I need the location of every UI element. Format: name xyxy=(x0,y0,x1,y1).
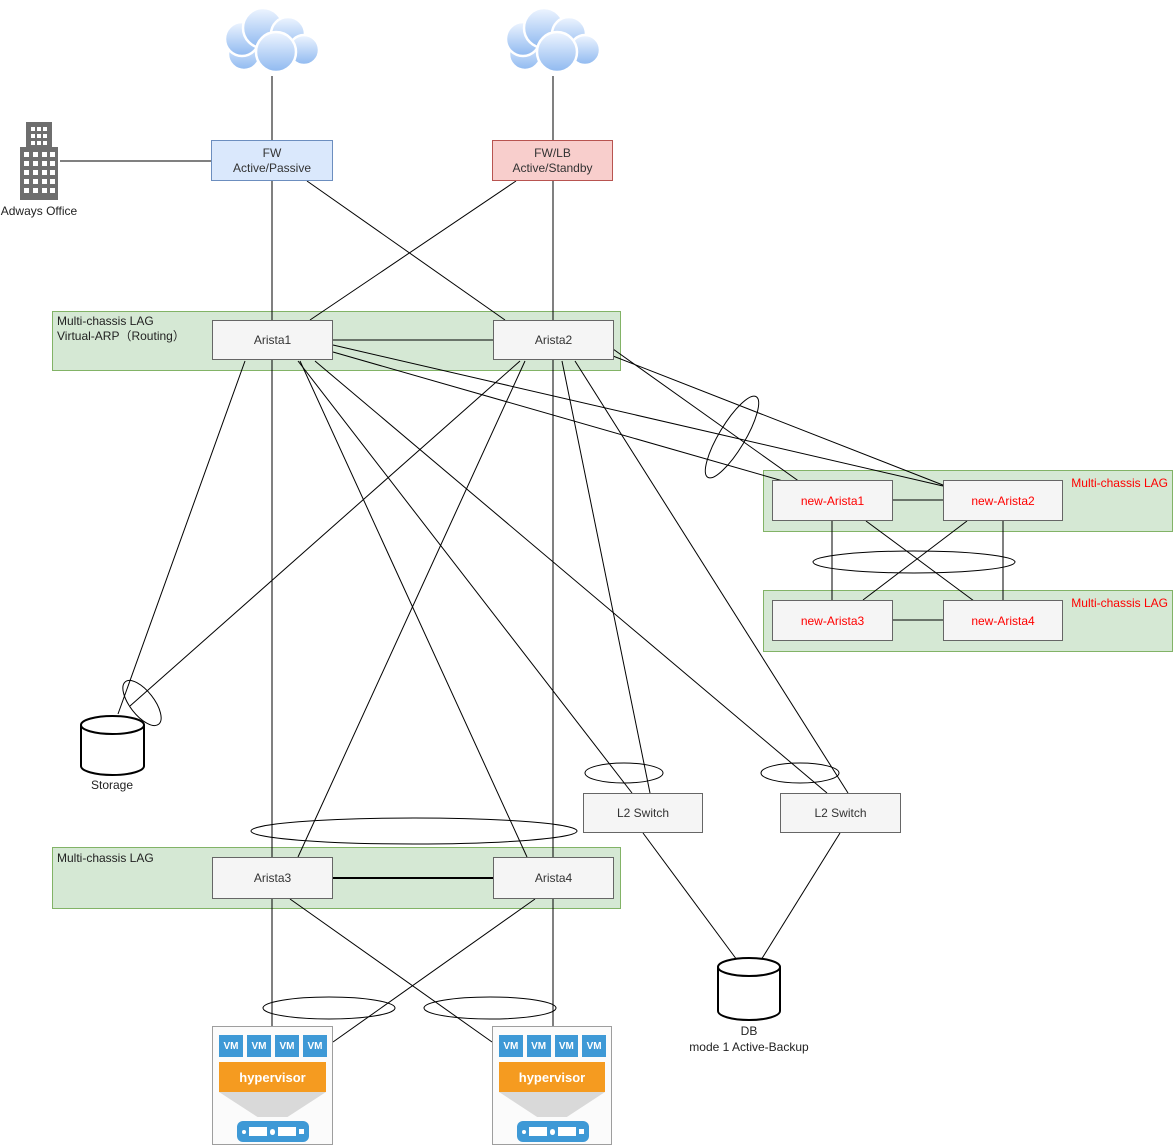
node-fw-title: FW xyxy=(262,145,282,160)
vm-icon: VM xyxy=(247,1035,271,1057)
lag-ellipse-hyp-right xyxy=(423,996,557,1020)
cloud-icon xyxy=(504,6,602,74)
lag-band-core-label: Multi-chassis LAG Virtual-ARP（Routing） xyxy=(57,314,185,344)
node-new-arista3: new-Arista3 xyxy=(772,600,893,641)
hypervisor-host-left: VM VM VM VM hypervisor xyxy=(212,1026,333,1145)
vm-icon: VM xyxy=(275,1035,299,1057)
lag-ellipse-hyp-left xyxy=(262,996,396,1020)
lag-band-new-bottom-label: Multi-chassis LAG xyxy=(1071,596,1168,610)
vm-row: VM VM VM VM xyxy=(219,1035,327,1057)
lag-ellipse-storage xyxy=(122,679,162,727)
office-label: Adways Office xyxy=(0,204,78,218)
hypervisor-bar: hypervisor xyxy=(219,1062,326,1092)
connection-lines xyxy=(60,76,1004,1043)
vm-icon: VM xyxy=(582,1035,606,1057)
lag-ellipse-new-band xyxy=(812,550,1016,574)
node-l2-switch-left: L2 Switch xyxy=(583,793,703,833)
node-new-arista1: new-Arista1 xyxy=(772,480,893,521)
node-fw-subtitle: Active/Passive xyxy=(232,160,312,175)
funnel-shape xyxy=(219,1092,326,1117)
lag-band-core-label-line2: Virtual-ARP（Routing） xyxy=(57,329,185,343)
lag-ellipses xyxy=(122,395,1016,1020)
node-new-arista2: new-Arista2 xyxy=(943,480,1063,521)
db-cylinder-icon xyxy=(717,957,781,1021)
node-fwlb-subtitle: Active/Standby xyxy=(512,160,593,175)
storage-label: Storage xyxy=(90,778,134,792)
db-label: DB xyxy=(740,1024,758,1038)
vm-icon: VM xyxy=(526,1035,551,1057)
node-arista2: Arista2 xyxy=(493,320,614,360)
node-l2-switch-right: L2 Switch xyxy=(780,793,901,833)
vm-row: VM VM VM VM xyxy=(499,1035,606,1057)
server-icon xyxy=(237,1121,309,1142)
lag-ellipse-core-bottom xyxy=(250,817,578,845)
vm-icon: VM xyxy=(554,1035,579,1057)
node-arista1: Arista1 xyxy=(212,320,333,360)
hypervisor-bar: hypervisor xyxy=(499,1062,605,1092)
cloud-icon xyxy=(223,6,321,74)
node-fwlb: FW/LB Active/Standby xyxy=(492,140,613,181)
lag-band-bottom-label: Multi-chassis LAG xyxy=(57,851,154,865)
vm-icon: VM xyxy=(303,1035,327,1057)
node-arista4: Arista4 xyxy=(493,857,614,899)
lag-band-new-top-label: Multi-chassis LAG xyxy=(1071,476,1168,490)
lag-ellipse-l2-left xyxy=(584,762,664,784)
funnel-shape xyxy=(499,1092,605,1117)
lag-band-core-label-line1: Multi-chassis LAG xyxy=(57,314,154,328)
node-fwlb-title: FW/LB xyxy=(534,145,571,160)
storage-cylinder-icon xyxy=(80,715,145,776)
server-icon xyxy=(517,1121,589,1142)
db-mode-label: mode 1 Active-Backup xyxy=(689,1040,809,1054)
node-fw: FW Active/Passive xyxy=(211,140,333,181)
node-new-arista4: new-Arista4 xyxy=(943,600,1063,641)
node-arista3: Arista3 xyxy=(212,857,333,899)
hypervisor-host-right: VM VM VM VM hypervisor xyxy=(492,1026,612,1145)
vm-icon: VM xyxy=(219,1035,243,1057)
office-building-icon xyxy=(20,122,58,200)
lag-ellipse-l2-right xyxy=(760,762,840,784)
vm-icon: VM xyxy=(499,1035,523,1057)
lag-ellipse-new-arista xyxy=(704,395,760,479)
